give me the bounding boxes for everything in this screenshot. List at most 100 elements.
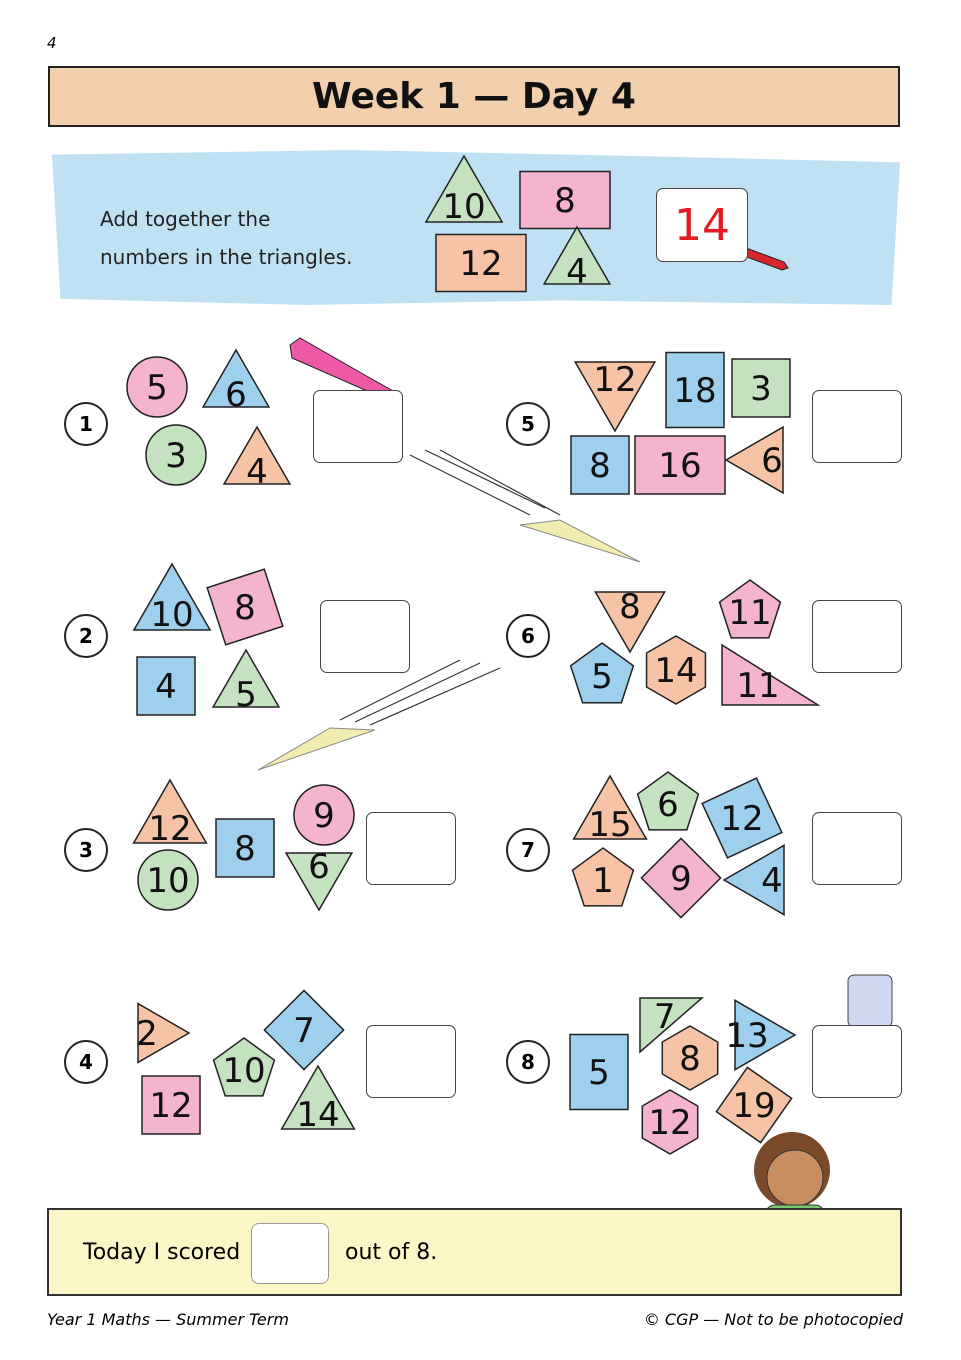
shape-number: 4 <box>246 452 268 492</box>
shape-number: 19 <box>732 1086 775 1126</box>
shape-number: 3 <box>750 369 772 409</box>
shape-number: 8 <box>679 1039 701 1079</box>
q5-shape-rect: 18 <box>665 351 725 429</box>
q4-shape-diamond: 7 <box>263 989 345 1071</box>
shape-number: 8 <box>234 829 256 869</box>
shape-number: 12 <box>648 1103 691 1143</box>
instruction-line-2: numbers in the triangles. <box>100 245 353 269</box>
example-shape-rect: 12 <box>435 233 527 293</box>
shape-number: 8 <box>234 588 256 628</box>
shape-number: 12 <box>149 1086 192 1126</box>
shape-number: 6 <box>761 441 783 481</box>
shape-number: 12 <box>720 799 763 839</box>
q6-shape-triangle: 8 <box>594 587 666 654</box>
shape-number: 3 <box>165 436 187 476</box>
question-number-6: 6 <box>506 614 550 658</box>
page-title: Week 1 — Day 4 <box>48 66 900 127</box>
shape-number: 16 <box>658 446 701 486</box>
paper-plane-icon <box>519 519 641 563</box>
q3-shape-circle: 9 <box>293 784 355 846</box>
example-shape-triangle: 10 <box>424 154 504 227</box>
score-label-after: out of 8. <box>345 1240 438 1265</box>
question-number-1: 1 <box>64 402 108 446</box>
shape-number: 6 <box>657 785 679 825</box>
shape-number: 9 <box>670 859 692 899</box>
shape-number: 5 <box>235 675 257 715</box>
shape-number: 14 <box>296 1095 339 1135</box>
shape-number: 12 <box>459 244 502 284</box>
answer-box-1[interactable] <box>313 390 403 463</box>
shape-number: 11 <box>728 593 771 633</box>
answer-box-4[interactable] <box>366 1025 456 1098</box>
shape-number: 9 <box>313 796 335 836</box>
shape-number: 18 <box>673 371 716 411</box>
q2-shape-triangle: 10 <box>132 562 212 635</box>
q6-shape-pentagon: 5 <box>569 642 635 704</box>
shape-number: 5 <box>146 368 168 408</box>
paper-plane-icon <box>257 727 376 771</box>
q1-shape-triangle: 6 <box>201 348 271 415</box>
shape-number: 1 <box>592 861 614 901</box>
q8-shape-hexagon: 8 <box>661 1025 719 1091</box>
footer-right: © CGP — Not to be photocopied <box>643 1310 903 1329</box>
question-number-4: 4 <box>64 1040 108 1084</box>
answer-box-2[interactable] <box>320 600 410 673</box>
q3-shape-circle: 10 <box>137 849 199 911</box>
q8-shape-triangle: 13 <box>725 999 797 1071</box>
q7-shape-triangle: 4 <box>722 844 785 916</box>
q6-shape-hexagon: 14 <box>645 635 707 705</box>
q3-shape-square: 8 <box>215 818 275 878</box>
page-number: 4 <box>47 34 57 52</box>
shape-number: 7 <box>654 997 676 1037</box>
question-number-7: 7 <box>506 828 550 872</box>
score-label-before: Today I scored <box>83 1240 241 1265</box>
q2-shape-triangle: 5 <box>211 648 281 715</box>
shape-number: 10 <box>442 187 485 227</box>
shape-number: 4 <box>761 861 783 901</box>
answer-box-6[interactable] <box>812 600 902 673</box>
shape-number: 7 <box>293 1011 315 1051</box>
answer-box-5[interactable] <box>812 390 902 463</box>
shape-number: 12 <box>593 360 636 400</box>
shape-number: 15 <box>588 805 631 845</box>
q7-shape-square: 12 <box>701 777 783 859</box>
shape-number: 14 <box>654 651 697 691</box>
q8-shape-diamond: 19 <box>715 1066 793 1144</box>
shape-number: 2 <box>136 1014 158 1054</box>
q6-shape-pentagon: 11 <box>718 579 782 639</box>
q5-shape-triangle: 6 <box>724 425 784 495</box>
shape-number: 13 <box>725 1016 768 1056</box>
shape-number: 6 <box>308 847 330 887</box>
shape-number: 8 <box>589 446 611 486</box>
q7-shape-diamond: 9 <box>640 837 722 919</box>
shape-number: 12 <box>148 809 191 849</box>
shape-number: 5 <box>588 1053 610 1093</box>
q4-shape-pentagon: 10 <box>212 1037 276 1097</box>
q5-shape-rect: 16 <box>634 435 726 495</box>
example-shape-rect: 8 <box>519 170 611 230</box>
shape-number: 11 <box>736 666 779 706</box>
q7-shape-pentagon: 6 <box>636 771 700 831</box>
answer-box-3[interactable] <box>366 812 456 885</box>
q3-shape-triangle: 12 <box>132 778 208 849</box>
q4-shape-triangle: 14 <box>280 1064 356 1135</box>
q2-shape-square: 4 <box>136 656 196 716</box>
q6-shape-right-triangle: 11 <box>721 643 821 706</box>
q5-shape-triangle: 12 <box>573 360 657 433</box>
q8-shape-hexagon: 12 <box>641 1089 699 1155</box>
q7-shape-triangle: 15 <box>572 774 648 845</box>
q3-shape-triangle: 6 <box>284 847 354 912</box>
q1-shape-triangle: 4 <box>222 425 292 492</box>
score-input-box[interactable] <box>251 1223 329 1284</box>
q4-shape-square: 12 <box>141 1075 201 1135</box>
q8-shape-right-triangle: 7 <box>639 997 705 1054</box>
example-answer-box: 14 <box>656 188 748 262</box>
score-panel: Today I scored out of 8. <box>47 1208 902 1296</box>
question-number-8: 8 <box>506 1040 550 1084</box>
q1-shape-circle: 5 <box>126 356 188 418</box>
answer-box-7[interactable] <box>812 812 902 885</box>
instruction-line-1: Add together the <box>100 207 271 231</box>
footer-left: Year 1 Maths — Summer Term <box>47 1310 289 1329</box>
answer-box-8[interactable] <box>812 1025 902 1098</box>
